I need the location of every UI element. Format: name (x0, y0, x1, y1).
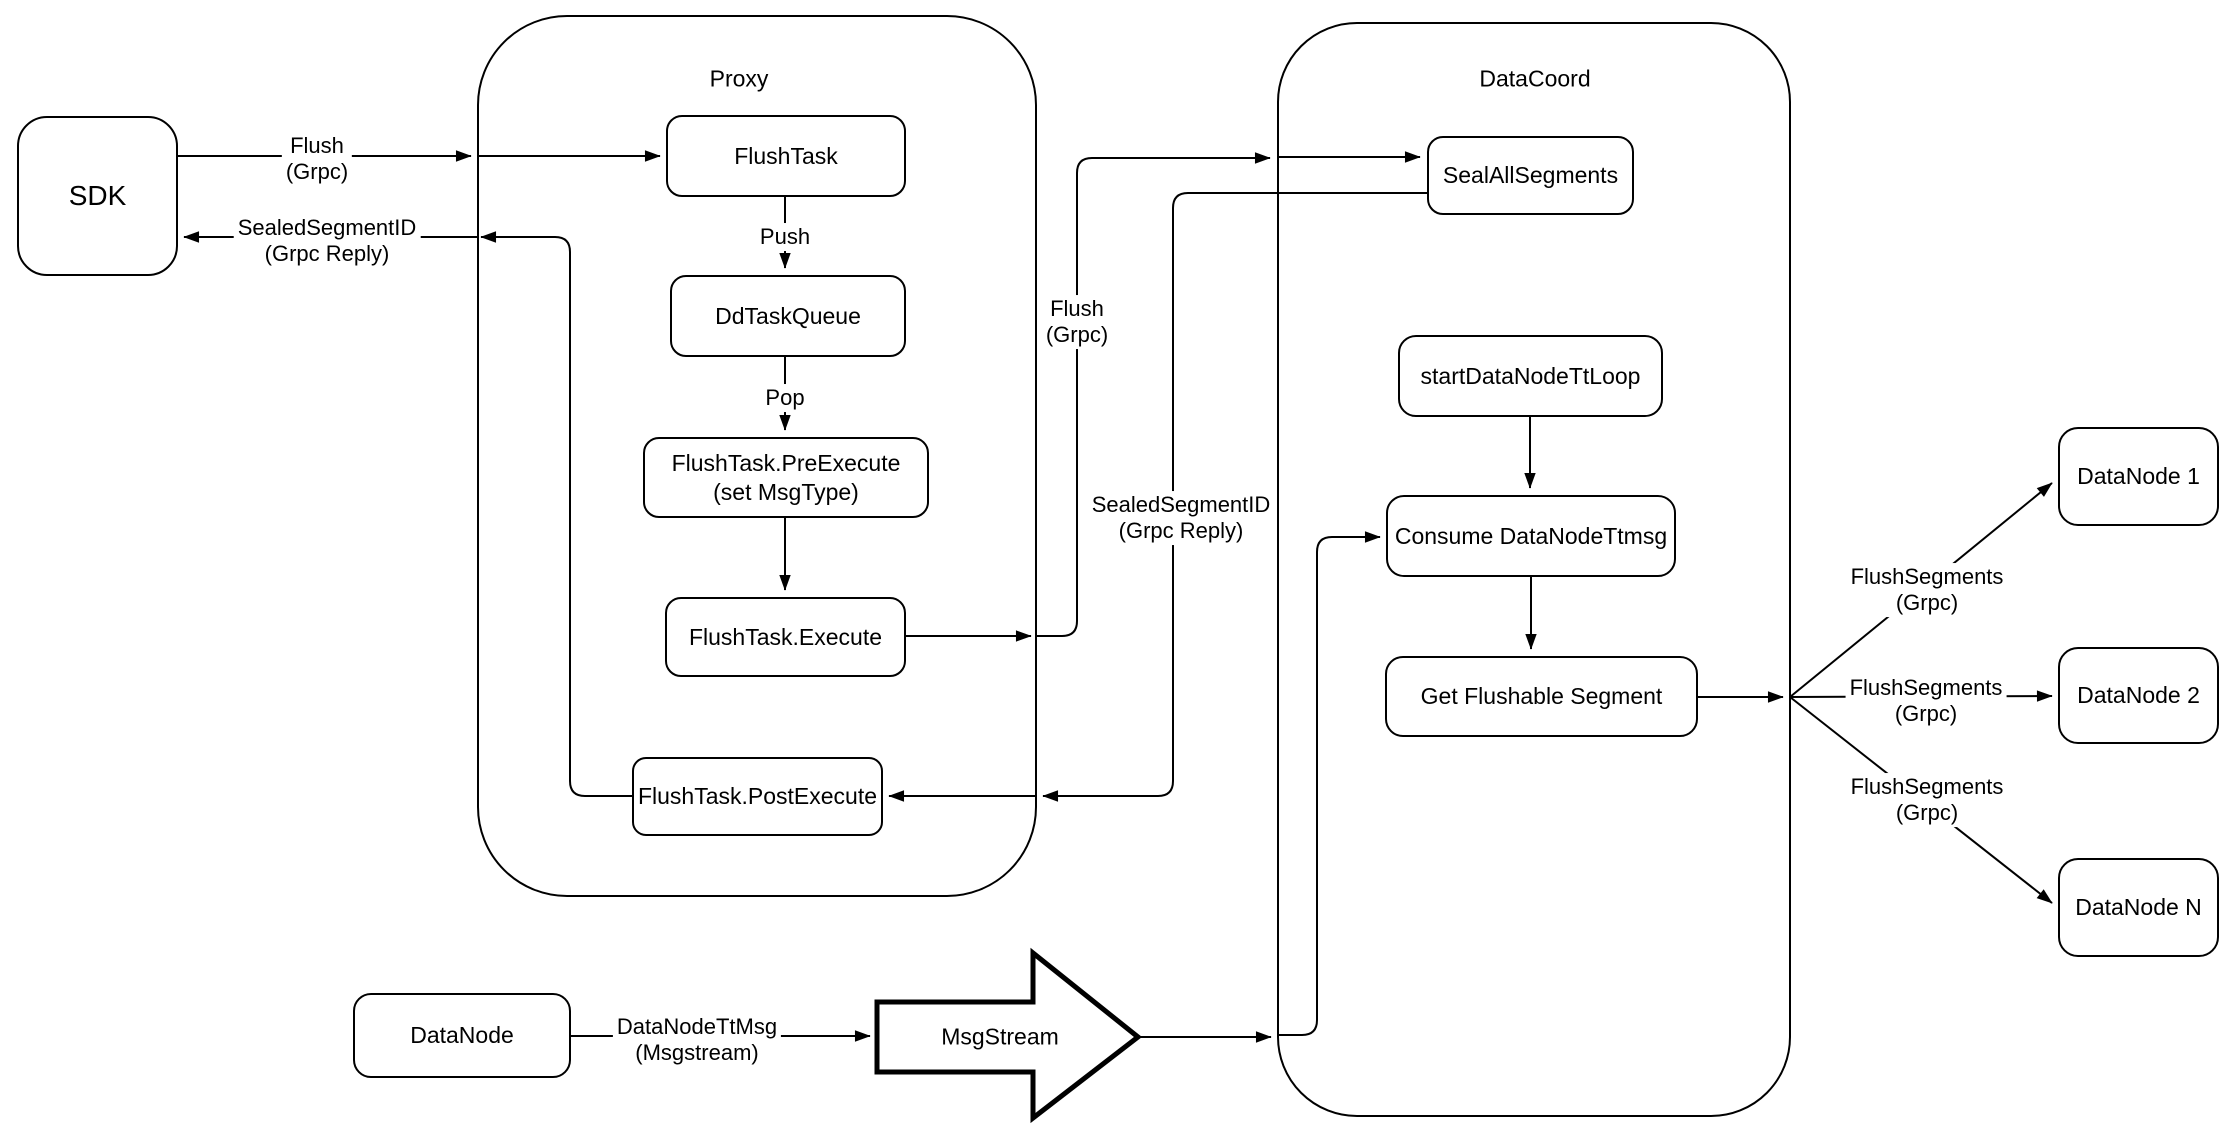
edge-label-push: Push (755, 223, 815, 251)
node-datanode-n: DataNode N (2058, 858, 2219, 957)
edge-label-flushsegments-2: FlushSegments (Grpc) (1845, 674, 2007, 728)
edge-label-sealedsegmentid-mid: SealedSegmentID (Grpc Reply) (1087, 491, 1275, 545)
edge-msgstream-up-to-consume (1277, 531, 1381, 1036)
msgstream-block-arrow (874, 947, 1143, 1124)
node-datanode-2: DataNode 2 (2058, 647, 2219, 744)
edge-label-pop: Pop (761, 384, 809, 412)
node-flushtask-postexecute: FlushTask.PostExecute (632, 757, 883, 836)
node-datanode: DataNode (353, 993, 571, 1078)
node-datanode-1: DataNode 1 (2058, 427, 2219, 526)
node-ddtaskqueue: DdTaskQueue (670, 275, 906, 357)
edge-label-flushsegments-n: FlushSegments (Grpc) (1846, 773, 2008, 827)
node-startdatanodettloop: startDataNodeTtLoop (1398, 335, 1663, 417)
node-consume-datanodettmsg: Consume DataNodeTtmsg (1386, 495, 1676, 577)
edge-label-flush-grpc-mid: Flush (Grpc) (1041, 295, 1113, 349)
edge-flush-up-to-datacoord (1036, 152, 1271, 637)
node-flushtask-execute: FlushTask.Execute (665, 597, 906, 677)
edge-label-datanodettmsg: DataNodeTtMsg (Msgstream) (612, 1013, 782, 1067)
edge-postexecute-to-proxy-border (480, 231, 632, 797)
msgstream-label: MsgStream (941, 1023, 1059, 1050)
node-flushtask: FlushTask (666, 115, 906, 197)
proxy-container: Proxy (477, 15, 1037, 897)
edge-label-flush-grpc-sdk: Flush (Grpc) (281, 132, 353, 186)
node-sealallsegments: SealAllSegments (1427, 136, 1634, 215)
node-get-flushable-segment: Get Flushable Segment (1385, 656, 1698, 737)
node-flushtask-preexecute: FlushTask.PreExecute (set MsgType) (643, 437, 929, 518)
datacoord-container: DataCoord (1277, 22, 1791, 1117)
node-sdk: SDK (17, 116, 178, 276)
datacoord-container-title: DataCoord (1475, 65, 1595, 93)
edge-label-flushsegments-1: FlushSegments (Grpc) (1846, 563, 2008, 617)
edge-label-sealedsegmentid-sdk: SealedSegmentID (Grpc Reply) (233, 214, 421, 268)
proxy-container-title: Proxy (705, 65, 773, 93)
